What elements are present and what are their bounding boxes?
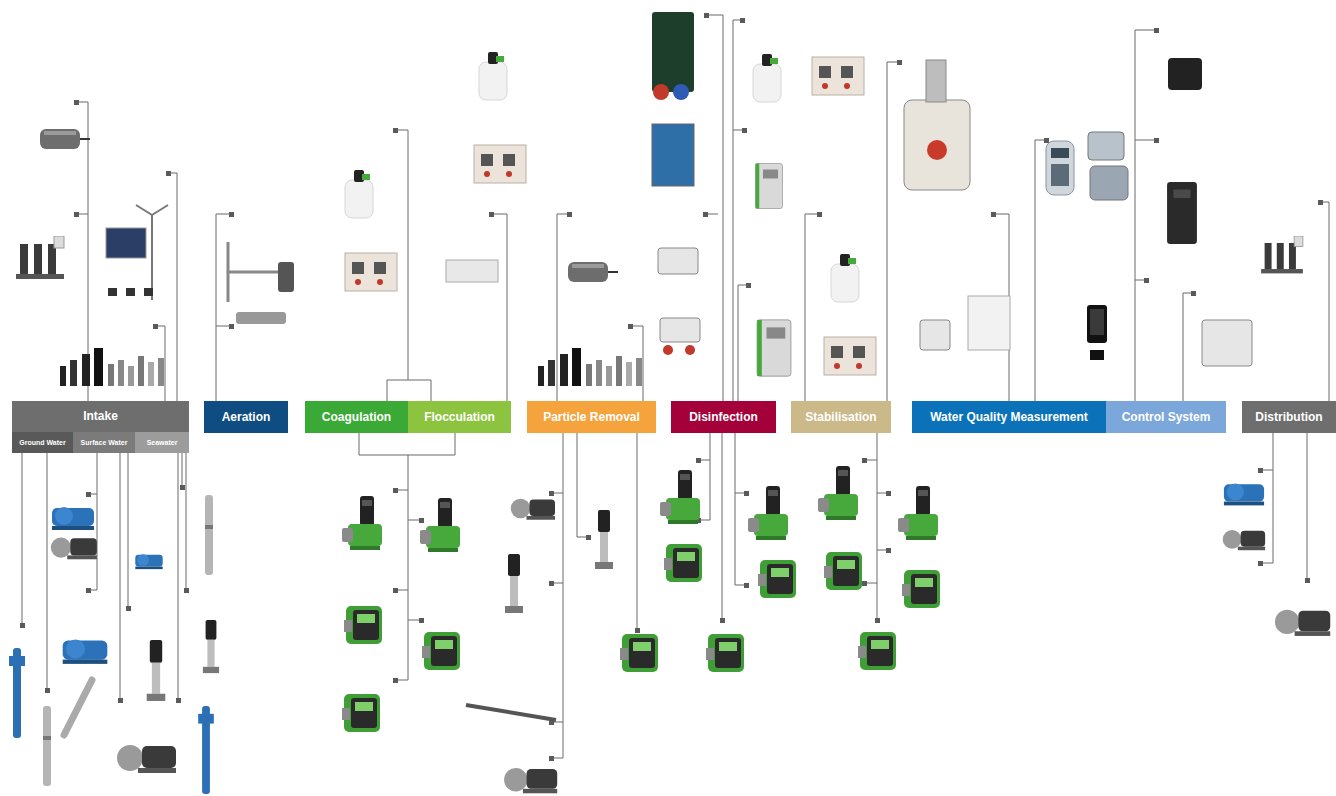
product-pictures [9, 12, 1330, 794]
stage-band: Particle Removal [527, 401, 656, 433]
stage-label: Stabilisation [791, 401, 891, 433]
stage-label: Disinfection [671, 401, 776, 433]
stage-band: Control System [1106, 401, 1226, 433]
leader-end-squares [20, 13, 1323, 761]
stage-label: Surface Water [73, 432, 135, 453]
stage-label: Control System [1106, 401, 1226, 433]
source-tab: Surface Water [73, 432, 135, 453]
stage-band: Flocculation [408, 401, 511, 433]
stage-band: Aeration [204, 401, 288, 433]
stage-band: Disinfection [671, 401, 776, 433]
leader-lines [22, 15, 1329, 758]
stage-band: Stabilisation [791, 401, 891, 433]
stage-label: Seawater [135, 432, 189, 453]
stage-band: IntakeGround WaterSurface WaterSeawater [12, 401, 189, 453]
source-tab: Seawater [135, 432, 189, 453]
stage-label: Coagulation [305, 401, 408, 433]
stage-label: Distribution [1242, 401, 1336, 433]
stage-label: Intake [12, 401, 189, 432]
stage-band: Coagulation [305, 401, 408, 433]
stage-label: Flocculation [408, 401, 511, 433]
stage-band: Distribution [1242, 401, 1336, 433]
stage-label: Particle Removal [527, 401, 656, 433]
stage-label: Aeration [204, 401, 288, 433]
stage-label: Water Quality Measurement [912, 401, 1106, 433]
stage-label: Ground Water [12, 432, 73, 453]
source-tab: Ground Water [12, 432, 73, 453]
stage-band: Water Quality Measurement [912, 401, 1106, 433]
